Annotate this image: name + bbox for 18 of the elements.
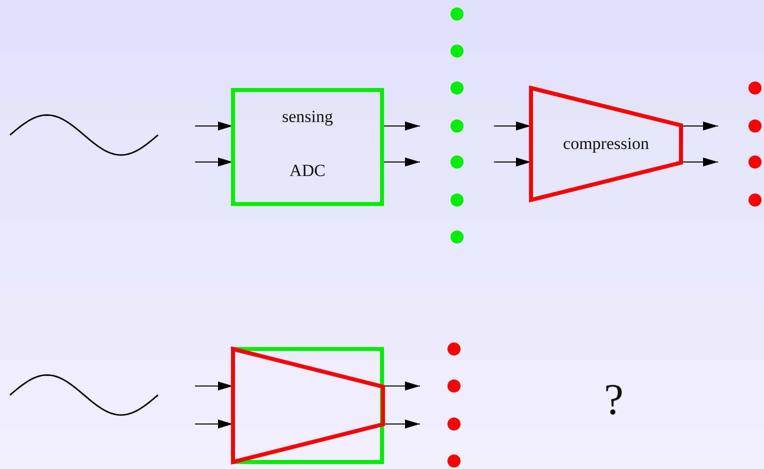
question-mark: ? [604,378,624,422]
arrow [194,420,234,428]
arrow [382,158,420,166]
arrow [382,382,420,390]
arrow [382,122,420,130]
node-label: ADC [290,161,326,181]
arrow [494,158,532,166]
arrow [494,122,532,130]
arrow [382,420,420,428]
arrow [680,122,718,130]
arrow [194,158,234,166]
trapezoid-block [531,88,681,200]
arrow [680,158,718,166]
node-label: compression [563,134,649,154]
arrow [194,382,234,390]
process-box [233,90,382,204]
arrow [194,122,234,130]
node-label: sensing [282,107,333,127]
